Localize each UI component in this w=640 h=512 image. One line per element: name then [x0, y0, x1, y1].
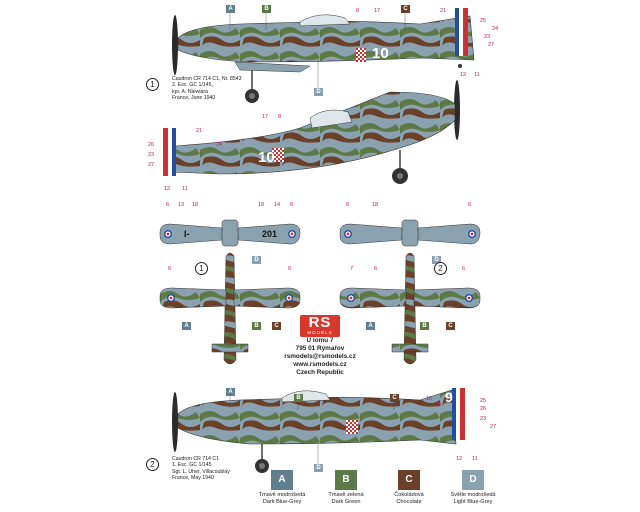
callout-p1-23: 23	[484, 34, 491, 40]
wing-code-left: I-	[184, 229, 190, 239]
key-box-c-p1: C	[401, 5, 410, 13]
callout-plan1-18b: 18	[258, 202, 265, 208]
plan-2-index: 2	[434, 262, 447, 275]
plan-1-index: 1	[195, 262, 208, 275]
key-box-d-p1: D	[314, 88, 323, 96]
callout-p1b-23: 23	[148, 152, 155, 158]
plan-2-underwing	[339, 219, 481, 247]
profile-1b-aircraft	[163, 80, 460, 184]
profile-2-index: 2	[146, 458, 159, 471]
legend-label-c: Čokoládová Chocolate	[394, 492, 424, 505]
key-box-d-plan2: D	[432, 256, 441, 264]
callout-p1b-11: 11	[182, 186, 188, 192]
plan-1-underwing	[159, 219, 301, 247]
key-box-d-p2: D	[314, 464, 323, 472]
key-box-d-plan1: D	[252, 256, 261, 264]
callout-plan1-14: 14	[274, 202, 281, 208]
callout-p1-27: 27	[488, 42, 495, 48]
callout-p1-24: 24	[492, 26, 499, 32]
callout-plan1-6d: 6	[288, 266, 292, 272]
profile-2-fuselage-code: 9	[445, 389, 453, 405]
legend-swatch-a: A	[271, 470, 293, 490]
plan-2-topview	[339, 252, 481, 365]
callout-p1b-21: 21	[196, 128, 203, 134]
callout-p1b-12: 12	[164, 186, 171, 192]
key-box-c-plan2: C	[446, 322, 455, 330]
callout-plan2-7: 7	[350, 266, 354, 272]
callout-p1b-26: 26	[148, 142, 155, 148]
callout-p2-27: 27	[490, 424, 497, 430]
callout-p2-25: 25	[480, 398, 487, 404]
callout-p2-23: 23	[480, 416, 487, 422]
callout-plan1-6a: 6	[166, 202, 170, 208]
address-email: rsmodels@rsmodels.cz	[284, 353, 356, 360]
callout-plan2-6b: 6	[468, 202, 472, 208]
key-box-b-p2: B	[294, 394, 303, 402]
callout-p1b-17: 17	[262, 114, 269, 120]
key-box-b-p1: B	[262, 5, 271, 13]
address-country: Czech Republic	[296, 369, 344, 376]
callout-p1-21: 21	[440, 8, 447, 14]
key-box-a-plan2: A	[366, 322, 375, 330]
callout-plan2-6a: 6	[346, 202, 350, 208]
callout-p1b-24: 24	[216, 142, 223, 148]
profile-1-caption: Caudron CR 714 C1, Nr. 8543 2. Esc. GC 1…	[172, 76, 242, 102]
callout-p1-11: 11	[474, 72, 480, 78]
profile-2-caption: Caudron CR 714 C1 1. Esc. GC 1/145 Sgt. …	[172, 456, 230, 482]
callout-p2-12: 12	[456, 456, 463, 462]
leader-lines	[229, 13, 406, 464]
callout-p1-17: 17	[374, 8, 381, 14]
callout-p2-16: 16	[426, 396, 433, 402]
profile-1-aircraft	[172, 8, 475, 103]
callout-p2-4: 4	[438, 402, 442, 408]
key-box-a-plan1: A	[182, 322, 191, 330]
company-address: U lomu 7 795 01 Rýmařov rsmodels@rsmodel…	[262, 337, 378, 377]
address-website: www.rsmodels.cz	[293, 361, 347, 368]
profile-1-index: 1	[146, 78, 159, 91]
address-street: U lomu 7	[306, 337, 334, 344]
plan-1-topview	[159, 252, 301, 365]
callout-p1b-27: 27	[148, 162, 155, 168]
legend-label-a: Tmavě modrošedá Dark Blue-Grey	[258, 492, 306, 505]
callout-plan2-6c: 6	[374, 266, 378, 272]
key-box-a-p1: A	[226, 5, 235, 13]
callout-p1-25: 25	[480, 18, 487, 24]
callout-plan1-13: 13	[178, 202, 185, 208]
callout-plan1-18a: 18	[192, 202, 199, 208]
callout-plan1-6c: 6	[168, 266, 172, 272]
callout-plan1-6b: 6	[290, 202, 294, 208]
profile-1-fuselage-code: 10	[372, 45, 389, 62]
wing-code-right: 201	[262, 229, 278, 239]
key-box-a-p2: A	[226, 388, 235, 396]
key-box-b-plan1: B	[252, 322, 261, 330]
key-box-c-p2: C	[390, 394, 399, 402]
key-box-b-plan2: B	[420, 322, 429, 330]
legend-swatch-b: B	[335, 470, 357, 490]
legend-label-d: Světle modrošedá Light Blue-Grey	[450, 492, 496, 505]
callout-p2-11: 11	[472, 456, 478, 462]
key-box-c-plan1: C	[272, 322, 281, 330]
callout-plan2-6d: 6	[462, 266, 466, 272]
profile-2-aircraft	[172, 388, 465, 473]
callout-plan2-18: 18	[372, 202, 379, 208]
callout-p1-8: 8	[356, 8, 360, 14]
callout-p1-12: 12	[460, 72, 467, 78]
callout-p2-26: 26	[480, 406, 487, 412]
legend-swatch-d: D	[462, 470, 484, 490]
rs-models-logo: RS MODELS	[300, 315, 340, 337]
callout-p1b-8: 8	[278, 114, 282, 120]
address-city: 795 01 Rýmařov	[295, 345, 345, 352]
profile-1b-fuselage-code: 10	[258, 149, 275, 166]
legend-label-b: Tmavě zelená Dark Green	[328, 492, 364, 505]
legend-swatch-c: C	[398, 470, 420, 490]
